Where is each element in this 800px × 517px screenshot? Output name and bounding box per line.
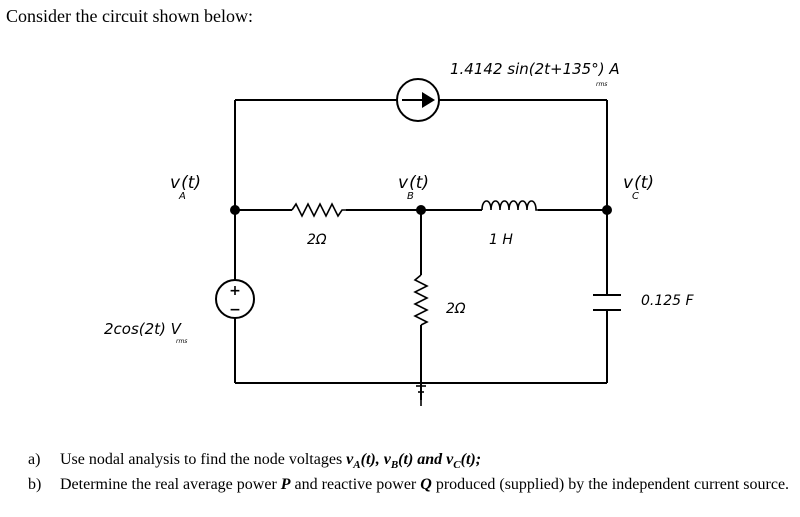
voltage-source-label: 2cos(2t) V: [104, 320, 183, 338]
capacitor: [593, 294, 621, 311]
inductor: [481, 200, 538, 211]
node-a-sub: A: [178, 191, 186, 202]
inductor-label: 1 H: [489, 232, 513, 248]
node-b-label: v(t): [398, 173, 429, 193]
problem-intro: Consider the circuit shown below:: [6, 6, 253, 26]
resistor-2-label: 2Ω: [446, 301, 466, 317]
resistor-1: [291, 202, 346, 218]
node-c-dot: [602, 205, 612, 215]
question-b-letter: b): [28, 476, 42, 494]
question-b: b) Determine the real average power P an…: [28, 476, 790, 494]
current-source: [396, 78, 440, 122]
current-source-unit: rms: [596, 81, 607, 88]
question-a-letter: a): [28, 451, 41, 468]
resistor-2: [413, 274, 429, 326]
questions: a) Use nodal analysis to find the node v…: [28, 450, 798, 495]
voltage-source-unit: rms: [176, 338, 187, 345]
node-c-sub: C: [632, 191, 639, 202]
circuit-diagram: + − 1.4142 sin(2t+135°) A rms 2cos(2t) V…: [104, 60, 695, 406]
node-b-sub: B: [407, 191, 414, 202]
question-b-text: Determine the real average power: [60, 476, 281, 494]
ground-symbol: [416, 380, 426, 406]
node-a-label: v(t): [170, 173, 201, 193]
voltage-source-plus: +: [229, 283, 241, 299]
capacitor-label: 0.125 F: [641, 293, 695, 309]
current-source-label: 1.4142 sin(2t+135°) A: [450, 60, 620, 78]
node-a-dot: [230, 205, 240, 215]
question-a-text: Use nodal analysis to find the node volt…: [60, 451, 347, 468]
voltage-source-minus: −: [229, 302, 241, 318]
voltage-source: + −: [215, 279, 255, 319]
node-c-label: v(t): [623, 173, 654, 193]
question-a: a) Use nodal analysis to find the node v…: [28, 450, 798, 475]
resistor-1-label: 2Ω: [307, 232, 327, 248]
node-b-dot: [416, 205, 426, 215]
